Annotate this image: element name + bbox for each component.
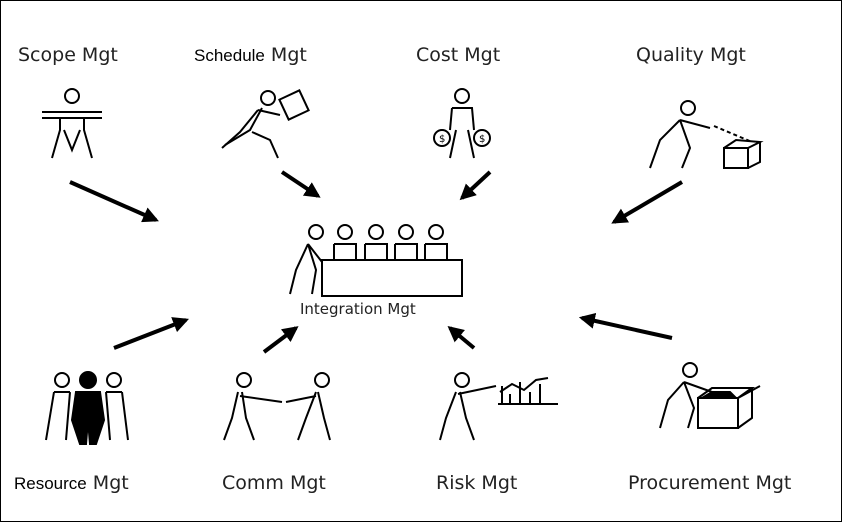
arrow-quality [611, 180, 684, 224]
procurement-label: Procurement Mgt [628, 472, 792, 494]
person-arms-out-icon [42, 88, 102, 159]
schedule-label: Schedule Mgt [194, 44, 307, 66]
team-at-table-icon [289, 224, 463, 297]
running-person-with-box-icon [221, 89, 310, 159]
risk-label: Risk Mgt [436, 472, 518, 494]
people-shaking-hands-icon [223, 372, 331, 441]
person-inspecting-box-icon [649, 100, 764, 169]
integration-label: Integration Mgt [300, 300, 416, 318]
person-with-chart-icon [439, 372, 558, 441]
quality-label: Quality Mgt [636, 44, 746, 66]
scope-label: Scope Mgt [18, 44, 118, 66]
arrow-schedule [280, 170, 321, 198]
arrow-risk [447, 325, 476, 350]
svg-text:$: $ [479, 134, 485, 145]
arrow-scope [69, 180, 159, 223]
arrow-cost [459, 170, 492, 201]
group-of-people-icon [45, 371, 129, 445]
comm-label: Comm Mgt [222, 472, 326, 494]
arrow-procurement [578, 312, 673, 340]
person-packing-box-icon [659, 362, 761, 429]
svg-text:$: $ [439, 134, 445, 145]
flow-arrows [69, 170, 684, 354]
resource-label: Resource Mgt [14, 472, 129, 494]
cost-label: Cost Mgt [416, 44, 501, 66]
person-with-money-bags-icon: $ $ [433, 88, 491, 159]
arrow-resource [113, 317, 189, 350]
arrow-comm [262, 326, 299, 354]
